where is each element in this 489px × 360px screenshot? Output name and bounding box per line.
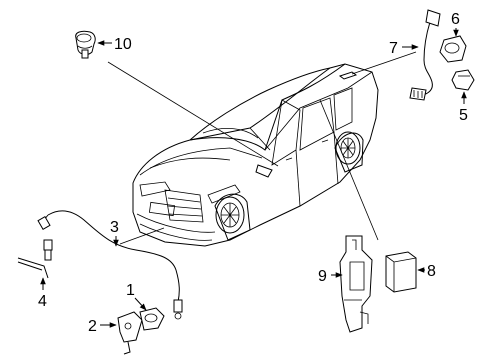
callout-8: 8 <box>427 263 436 280</box>
part-5-sensor <box>451 69 475 91</box>
callout-9: 9 <box>318 268 327 285</box>
callout-7: 7 <box>389 40 398 57</box>
part-1-sensor <box>139 307 165 331</box>
callout-10: 10 <box>114 36 132 53</box>
part-4-sensor <box>17 239 53 279</box>
part-6-sensor <box>439 35 467 63</box>
callout-4: 4 <box>38 293 47 310</box>
leader-lines <box>107 51 417 245</box>
callout-6: 6 <box>451 11 460 28</box>
part-10-sensor <box>75 30 96 59</box>
vehicle-illustration <box>132 63 379 247</box>
callouts: 10 6 7 5 3 4 1 2 9 8 <box>38 11 468 335</box>
callout-3: 3 <box>110 219 119 236</box>
part-3-cable <box>37 210 183 320</box>
callout-1: 1 <box>126 282 135 299</box>
part-7-harness <box>409 9 441 101</box>
callout-5: 5 <box>459 107 468 124</box>
callout-2: 2 <box>88 318 97 335</box>
part-8-module <box>385 251 417 293</box>
part-9-bracket <box>339 235 373 333</box>
part-2-bracket <box>117 311 143 355</box>
